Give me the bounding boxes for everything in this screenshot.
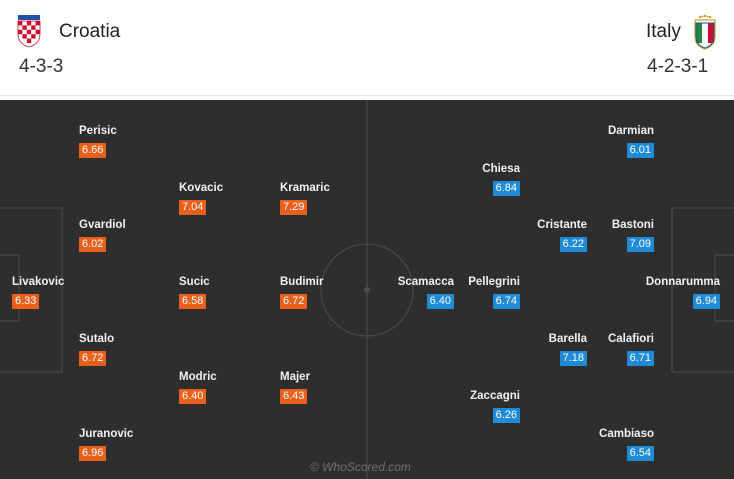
match-header: Croatia 4-3-3 Italy 4-2-3-1 — [0, 0, 734, 100]
player-rating: 6.58 — [179, 294, 207, 309]
player-rating: 6.43 — [280, 389, 308, 404]
player-name[interactable]: Zaccagni — [470, 390, 520, 402]
player-name[interactable]: Juranovic — [79, 428, 134, 440]
player-rating: 6.40 — [426, 294, 454, 309]
home-player[interactable]: Livakovic 6.33 — [12, 275, 64, 309]
player-name[interactable]: Chiesa — [482, 163, 520, 175]
pitch: Perisic 6.66 Kovacic 7.04 Kramaric 7.29 … — [0, 100, 734, 479]
player-rating: 6.71 — [626, 351, 654, 366]
home-player[interactable]: Kramaric 7.29 — [280, 181, 330, 215]
pitch-markings — [0, 100, 734, 479]
player-rating: 7.29 — [280, 200, 308, 215]
player-rating: 6.84 — [492, 181, 520, 196]
player-name[interactable]: Darmian — [607, 125, 654, 137]
player-name[interactable]: Pellegrini — [468, 276, 520, 288]
player-name[interactable]: Scamacca — [397, 276, 454, 288]
player-name[interactable]: Cristante — [537, 219, 587, 231]
player-name[interactable]: Cambiaso — [599, 428, 654, 440]
player-name[interactable]: Majer — [280, 371, 311, 383]
player-name[interactable]: Barella — [548, 333, 587, 345]
home-player[interactable]: Kovacic 7.04 — [179, 181, 223, 215]
player-name[interactable]: Calafiori — [607, 333, 654, 345]
player-name[interactable]: Gvardiol — [79, 219, 126, 231]
home-formation: 4-3-3 — [19, 56, 64, 77]
player-rating: 7.09 — [626, 237, 654, 252]
home-player[interactable]: Budimir 6.72 — [280, 275, 323, 309]
watermark: © WhoScored.com — [310, 460, 411, 474]
player-name[interactable]: Budimir — [280, 276, 324, 288]
player-rating: 6.33 — [12, 294, 40, 309]
player-rating: 6.40 — [179, 389, 207, 404]
player-name[interactable]: Perisic — [79, 125, 117, 137]
player-name[interactable]: Kovacic — [179, 182, 224, 194]
away-player[interactable]: Barella 7.18 — [549, 332, 587, 366]
player-rating: 6.01 — [626, 143, 654, 158]
player-rating: 6.94 — [692, 294, 720, 309]
away-player[interactable]: Pellegrini 6.74 — [468, 275, 520, 309]
header-divider — [0, 95, 734, 96]
player-rating: 6.22 — [559, 237, 587, 252]
home-player[interactable]: Majer 6.43 — [280, 370, 310, 404]
player-name[interactable]: Kramaric — [280, 182, 330, 194]
away-player[interactable]: Zaccagni 6.26 — [470, 389, 520, 423]
player-rating: 6.26 — [492, 408, 520, 423]
home-player[interactable]: Sucic 6.58 — [179, 275, 210, 309]
player-rating: 6.54 — [626, 446, 654, 461]
home-player[interactable]: Modric 6.40 — [179, 370, 217, 404]
player-rating: 6.66 — [79, 143, 107, 158]
player-rating: 6.72 — [79, 351, 107, 366]
away-player[interactable]: Chiesa 6.84 — [482, 162, 520, 196]
home-team-name[interactable]: Croatia — [59, 21, 121, 42]
home-player[interactable]: Juranovic 6.96 — [79, 427, 133, 461]
player-name[interactable]: Sutalo — [79, 333, 115, 345]
away-player[interactable]: Cristante 6.22 — [537, 218, 587, 252]
player-name[interactable]: Sucic — [179, 276, 210, 288]
player-rating: 6.02 — [79, 237, 107, 252]
player-rating: 6.72 — [280, 294, 308, 309]
home-player[interactable]: Gvardiol 6.02 — [79, 218, 126, 252]
away-formation: 4-2-3-1 — [647, 56, 709, 77]
away-player[interactable]: Calafiori 6.71 — [608, 332, 654, 366]
player-name[interactable]: Donnarumma — [645, 276, 720, 288]
player-name[interactable]: Bastoni — [611, 219, 654, 231]
player-name[interactable]: Livakovic — [12, 276, 65, 288]
croatia-crest-icon — [17, 15, 41, 48]
home-player[interactable]: Sutalo 6.72 — [79, 332, 114, 366]
player-name[interactable]: Modric — [179, 371, 217, 383]
player-rating: 7.04 — [179, 200, 207, 215]
away-player[interactable]: Darmian 6.01 — [608, 124, 654, 158]
away-player[interactable]: Cambiaso 6.54 — [599, 427, 654, 461]
away-player[interactable]: Bastoni 7.09 — [612, 218, 654, 252]
player-rating: 6.96 — [79, 446, 107, 461]
home-player[interactable]: Perisic 6.66 — [79, 124, 117, 158]
player-rating: 6.74 — [492, 294, 520, 309]
player-rating: 7.18 — [559, 351, 587, 366]
away-player[interactable]: Donnarumma 6.94 — [646, 275, 720, 309]
italy-crest-icon — [694, 14, 716, 50]
away-team-name[interactable]: Italy — [646, 21, 681, 42]
away-player[interactable]: Scamacca 6.40 — [398, 275, 454, 309]
